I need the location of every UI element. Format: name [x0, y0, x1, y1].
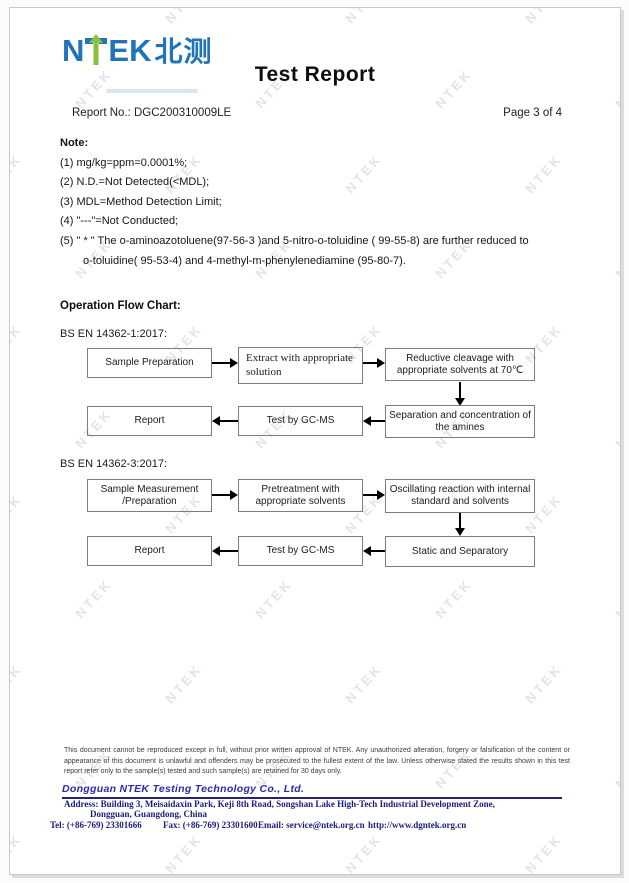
report-number: Report No.: DGC200310009LE [72, 107, 232, 119]
ntek-logo: N EK 北测 [62, 32, 212, 68]
logo-arrow-t-icon [85, 34, 108, 66]
flow1-box-separation: Separation and concentration of the amin… [385, 405, 535, 438]
flow2-box-oscillating-reaction: Oscillating reaction with internal stand… [385, 479, 535, 513]
flow2-arrow-right-2 [363, 490, 385, 500]
flow2-box-static-separatory: Static and Separatory [385, 536, 535, 567]
flow2-box-pretreatment: Pretreatment with appropriate solvents [238, 479, 363, 512]
flow2-arrow-right-1 [212, 490, 238, 500]
logo-tagline [106, 89, 198, 93]
note-item: (4) "---"=Not Conducted; [60, 215, 179, 228]
report-header-row: Report No.: DGC200310009LE Page 3 of 4 [72, 107, 562, 119]
standard-label-2: BS EN 14362-3:2017: [60, 458, 168, 470]
fax-label: Fax: (+86-769) 23301600 [163, 820, 258, 830]
logo-up-arrow-stem [93, 42, 99, 65]
note-heading: Note: [60, 137, 89, 149]
page-content: N EK 北测 Test Report Report No.: DGC20031… [10, 8, 620, 874]
flow2-arrow-down [455, 513, 465, 536]
flow1-box-report: Report [87, 406, 212, 436]
address-line-1: Address: Building 3, Meisaidaxin Park, K… [64, 799, 495, 809]
disclaimer-text: This document cannot be reproduced excep… [64, 747, 570, 776]
page-title: Test Report [254, 63, 376, 86]
note-item-continuation: o-toluidine( 95-53-4) and 4-methyl-m-phe… [83, 254, 406, 267]
flow2-box-sample-measurement: Sample Measurement /Preparation [87, 479, 212, 512]
flow1-arrow-down [455, 382, 465, 406]
flow1-box-sample-preparation: Sample Preparation [87, 348, 212, 378]
flow2-arrow-left-2 [363, 546, 385, 556]
note-item: (3) MDL=Method Detection Limit; [60, 195, 222, 208]
logo-chinese-text: 北测 [154, 36, 213, 67]
flow1-arrow-right-1 [212, 358, 238, 368]
flow1-box-extract: Extract with appropriate solution [238, 347, 363, 384]
flow1-arrow-right-2 [363, 358, 385, 368]
email-label: Email: service@ntek.org.cn [258, 820, 365, 830]
address-line-2: Dongguan, Guangdong, China [90, 809, 208, 819]
logo-letter-n: N [62, 32, 85, 68]
flow1-box-reductive-cleavage: Reductive cleavage with appropriate solv… [385, 348, 535, 381]
tel-label: Tel: (+86-769) 23301666 [50, 820, 142, 830]
flow2-box-test-gcms: Test by GC-MS [238, 536, 363, 566]
note-item: (2) N.D.=Not Detected(<MDL); [60, 176, 210, 189]
page-number: Page 3 of 4 [503, 107, 562, 119]
flow2-box-report: Report [87, 536, 212, 566]
standard-label-1: BS EN 14362-1:2017: [60, 328, 168, 340]
company-name: Dongguan NTEK Testing Technology Co., Lt… [62, 783, 562, 799]
note-item: (1) mg/kg=ppm=0.0001%; [60, 156, 188, 169]
website-label: http://www.dgntek.org.cn [368, 820, 467, 830]
flow1-arrow-left-1 [212, 416, 238, 426]
flow2-arrow-left-1 [212, 546, 238, 556]
note-item: (5) " * " The o-aminoazotoluene(97-56-3 … [60, 234, 529, 247]
note-section: Note: (1) mg/kg=ppm=0.0001%; (2) N.D.=No… [60, 134, 529, 271]
flow-chart-heading: Operation Flow Chart: [60, 300, 181, 312]
flow1-box-test-gcms: Test by GC-MS [238, 406, 363, 436]
flow1-arrow-left-2 [363, 416, 385, 426]
logo-up-arrow-icon [89, 34, 104, 43]
logo-letters-ek: EK [108, 32, 152, 68]
logo-t-bar-right [99, 38, 108, 44]
